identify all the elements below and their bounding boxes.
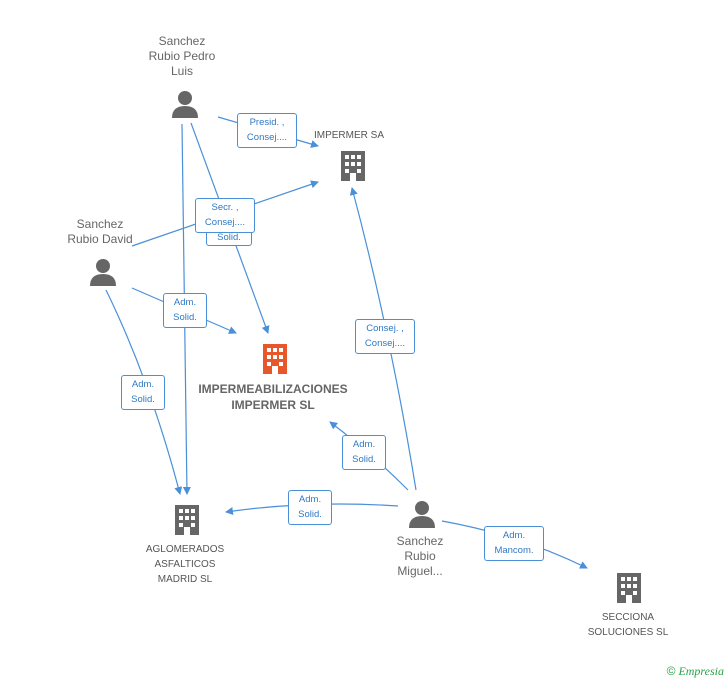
person-icon bbox=[90, 259, 116, 286]
brand-logo: © Empresia bbox=[667, 664, 724, 679]
building-icon bbox=[175, 505, 199, 535]
edge-label-miguel-secciona[interactable]: Adm. Mancom. bbox=[484, 526, 544, 561]
edge-label-david-main[interactable]: Adm. Solid. bbox=[163, 293, 207, 328]
person-icon bbox=[409, 501, 435, 528]
person-label-david[interactable]: Sanchez Rubio David bbox=[67, 217, 133, 246]
building-icon bbox=[263, 344, 287, 374]
company-label-impermer-sa[interactable]: IMPERMER SA bbox=[313, 130, 384, 141]
copyright-icon: © bbox=[666, 664, 676, 678]
company-label-main[interactable]: IMPERMEABILIZACIONES IMPERMER SL bbox=[198, 382, 348, 412]
edge-label-miguel-impermer[interactable]: Consej. , Consej.... bbox=[355, 319, 415, 354]
edge-label-david-impermer[interactable]: Secr. , Consej.... bbox=[195, 198, 255, 233]
edge-label-pedro-impermer[interactable]: Presid. , Consej.... bbox=[237, 113, 297, 148]
brand-name: Empresia bbox=[678, 664, 724, 678]
building-icon bbox=[341, 151, 365, 181]
person-icon bbox=[172, 91, 198, 118]
building-icon bbox=[617, 573, 641, 603]
edge-label-miguel-aglomerados[interactable]: Adm. Solid. bbox=[288, 490, 332, 525]
company-label-secciona[interactable]: SECCIONA SOLUCIONES SL bbox=[587, 612, 669, 638]
person-label-pedro[interactable]: Sanchez Rubio Pedro Luis bbox=[148, 34, 216, 78]
edge-label-miguel-main[interactable]: Adm. Solid. bbox=[342, 435, 386, 470]
person-label-miguel[interactable]: Sanchez Rubio Miguel... bbox=[396, 534, 444, 578]
company-label-aglomerados[interactable]: AGLOMERADOS ASFALTICOS MADRID SL bbox=[145, 544, 225, 585]
edge-label-david-aglomerados[interactable]: Adm. Solid. bbox=[121, 375, 165, 410]
